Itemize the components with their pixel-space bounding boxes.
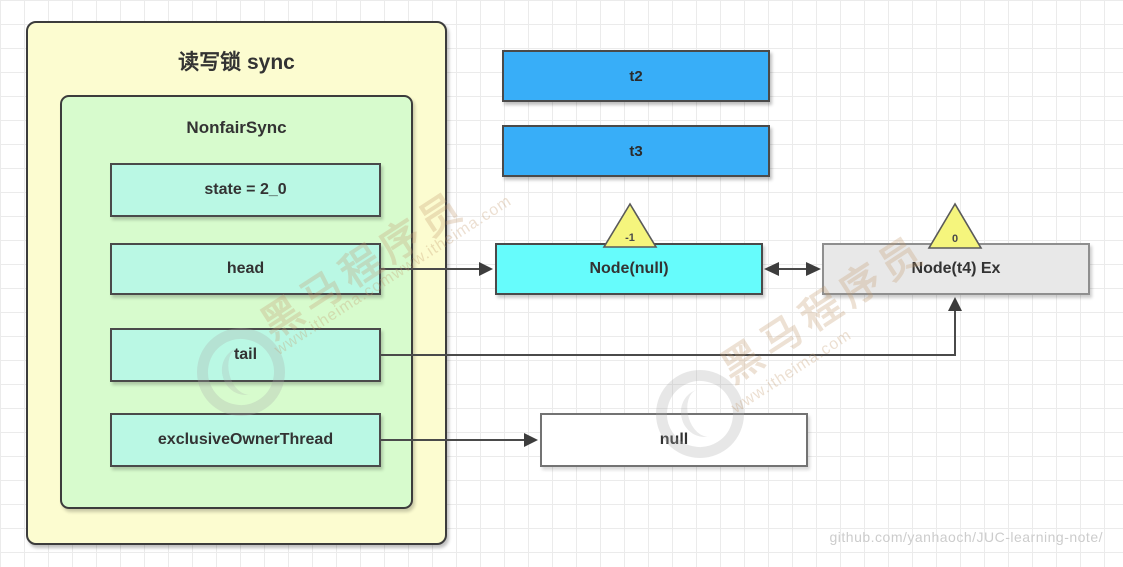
field-box-tail: tail [110, 328, 381, 382]
field-box-head: head [110, 243, 381, 295]
nonfairsync-title: NonfairSync [186, 118, 287, 137]
field-box-state: state = 2_0 [110, 163, 381, 217]
thread-box-t3: t3 [502, 125, 770, 177]
null-value-box: null [540, 413, 808, 467]
waitstatus-triangle-head-node: -1 [602, 202, 658, 248]
field-box-exclusive-owner-thread: exclusiveOwnerThread [110, 413, 381, 467]
arrow-tail-to-node [381, 297, 962, 356]
rwlock-sync-title: 读写锁 sync [178, 51, 295, 74]
watermark-site-text: www.itheima.com [728, 326, 855, 417]
arrow-node-bidirectional [764, 262, 821, 276]
queue-node-head: Node(null) [495, 243, 763, 295]
waitstatus-triangle-tail-node: 0 [927, 202, 983, 249]
credit-text: github.com/yanhaoch/JUC-learning-note/ [829, 529, 1103, 545]
thread-box-t2: t2 [502, 50, 770, 102]
queue-node-tail: Node(t4) Ex [822, 243, 1090, 295]
